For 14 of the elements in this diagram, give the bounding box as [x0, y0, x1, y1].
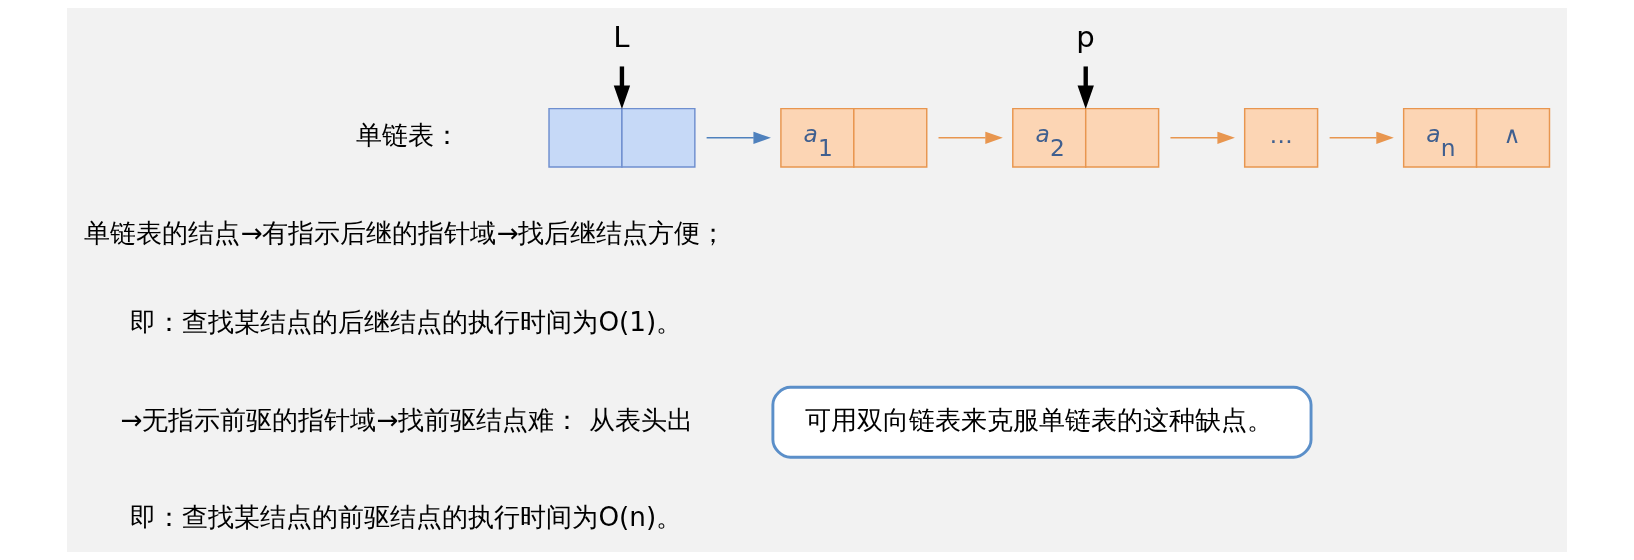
label: 单链表的结点→有指示后继的指针域→找后继结点方便；	[84, 217, 727, 248]
arrow	[1077, 66, 1094, 109]
arrow	[1328, 131, 1394, 144]
arrow	[1169, 131, 1235, 144]
node-text: p	[1076, 20, 1095, 55]
label: 即：查找某结点的前驱结点的执行时间为O(n)。	[130, 502, 683, 533]
arrow	[937, 131, 1003, 144]
label: →无指示前驱的指针域→找前驱结点难： 从表头出	[120, 404, 693, 435]
node-text: L	[613, 20, 630, 55]
label: 即：查找某结点的后继结点的执行时间为O(1)。	[130, 306, 683, 337]
arrow	[705, 131, 771, 144]
node-box: 可用双向链表来克服单链表的这种缺点。	[771, 385, 1313, 459]
label: 单链表：	[355, 120, 460, 151]
arrow	[613, 66, 631, 109]
